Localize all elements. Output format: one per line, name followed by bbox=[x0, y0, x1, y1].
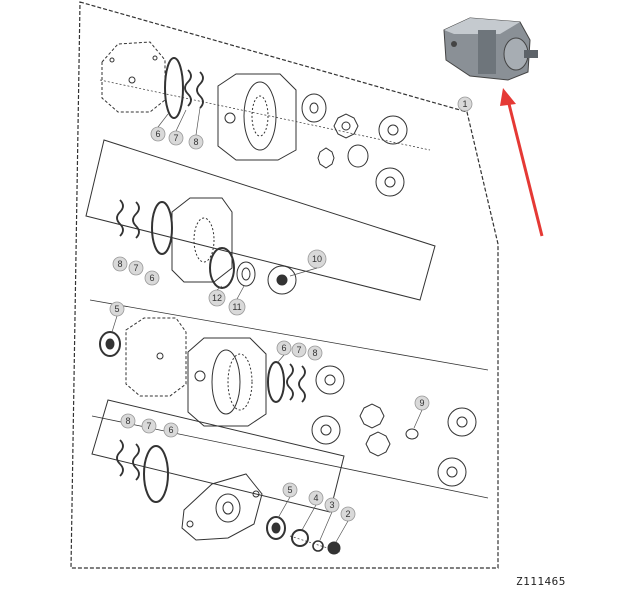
callout-mid-6: 6 bbox=[144, 270, 160, 286]
middle-section-frame bbox=[85, 139, 436, 301]
callout-low-9: 9 bbox=[414, 395, 430, 411]
callout-top-8: 8 bbox=[188, 134, 204, 150]
callout-bot-3: 3 bbox=[324, 497, 340, 513]
callout-top-6: 6 bbox=[150, 126, 166, 142]
lower-assembly bbox=[89, 299, 489, 499]
svg-text:3: 3 bbox=[329, 500, 334, 510]
callout-mid-8: 8 bbox=[112, 256, 128, 272]
svg-text:8: 8 bbox=[312, 348, 317, 358]
callout-leaders bbox=[111, 107, 423, 543]
hydraulic-gear-pump-icon bbox=[443, 17, 538, 81]
svg-text:6: 6 bbox=[168, 425, 173, 435]
bottom-assembly bbox=[116, 439, 341, 555]
callout-bot-6: 6 bbox=[163, 422, 179, 438]
svg-text:5: 5 bbox=[114, 304, 119, 314]
svg-text:4: 4 bbox=[313, 493, 318, 503]
svg-text:5: 5 bbox=[287, 485, 292, 495]
callout-mid-7: 7 bbox=[128, 260, 144, 276]
svg-text:12: 12 bbox=[212, 293, 222, 303]
svg-text:6: 6 bbox=[149, 273, 154, 283]
svg-text:11: 11 bbox=[232, 302, 241, 312]
top-assembly bbox=[99, 41, 431, 197]
figure-id-label: Z111465 bbox=[516, 575, 566, 588]
callout-low-8: 8 bbox=[307, 345, 323, 361]
svg-text:10: 10 bbox=[312, 254, 322, 264]
callout-mid-11: 11 bbox=[228, 298, 246, 316]
callout-1: 1 bbox=[457, 96, 473, 112]
callout-bot-4: 4 bbox=[308, 490, 324, 506]
outer-frame bbox=[70, 1, 499, 569]
svg-text:7: 7 bbox=[173, 133, 178, 143]
svg-text:1: 1 bbox=[462, 99, 467, 109]
red-arrow-icon bbox=[500, 88, 544, 237]
middle-assembly bbox=[116, 197, 297, 295]
svg-text:6: 6 bbox=[155, 129, 160, 139]
svg-text:8: 8 bbox=[125, 416, 130, 426]
svg-text:2: 2 bbox=[345, 509, 350, 519]
callout-low-7: 7 bbox=[291, 342, 307, 358]
svg-text:8: 8 bbox=[193, 137, 198, 147]
callout-bot-5: 5 bbox=[282, 482, 298, 498]
callout-bot-7: 7 bbox=[141, 418, 157, 434]
callout-bot-2: 2 bbox=[340, 506, 356, 522]
callout-mid-10: 10 bbox=[307, 249, 327, 269]
callout-top-7: 7 bbox=[168, 130, 184, 146]
callout-low-6: 6 bbox=[276, 340, 292, 356]
svg-text:7: 7 bbox=[296, 345, 301, 355]
callout-mid-12: 12 bbox=[208, 289, 226, 307]
svg-text:6: 6 bbox=[281, 343, 286, 353]
svg-text:7: 7 bbox=[133, 263, 138, 273]
svg-text:8: 8 bbox=[117, 259, 122, 269]
callout-low-5: 5 bbox=[109, 301, 125, 317]
callout-bot-8: 8 bbox=[120, 413, 136, 429]
svg-text:9: 9 bbox=[419, 398, 424, 408]
svg-text:7: 7 bbox=[146, 421, 151, 431]
